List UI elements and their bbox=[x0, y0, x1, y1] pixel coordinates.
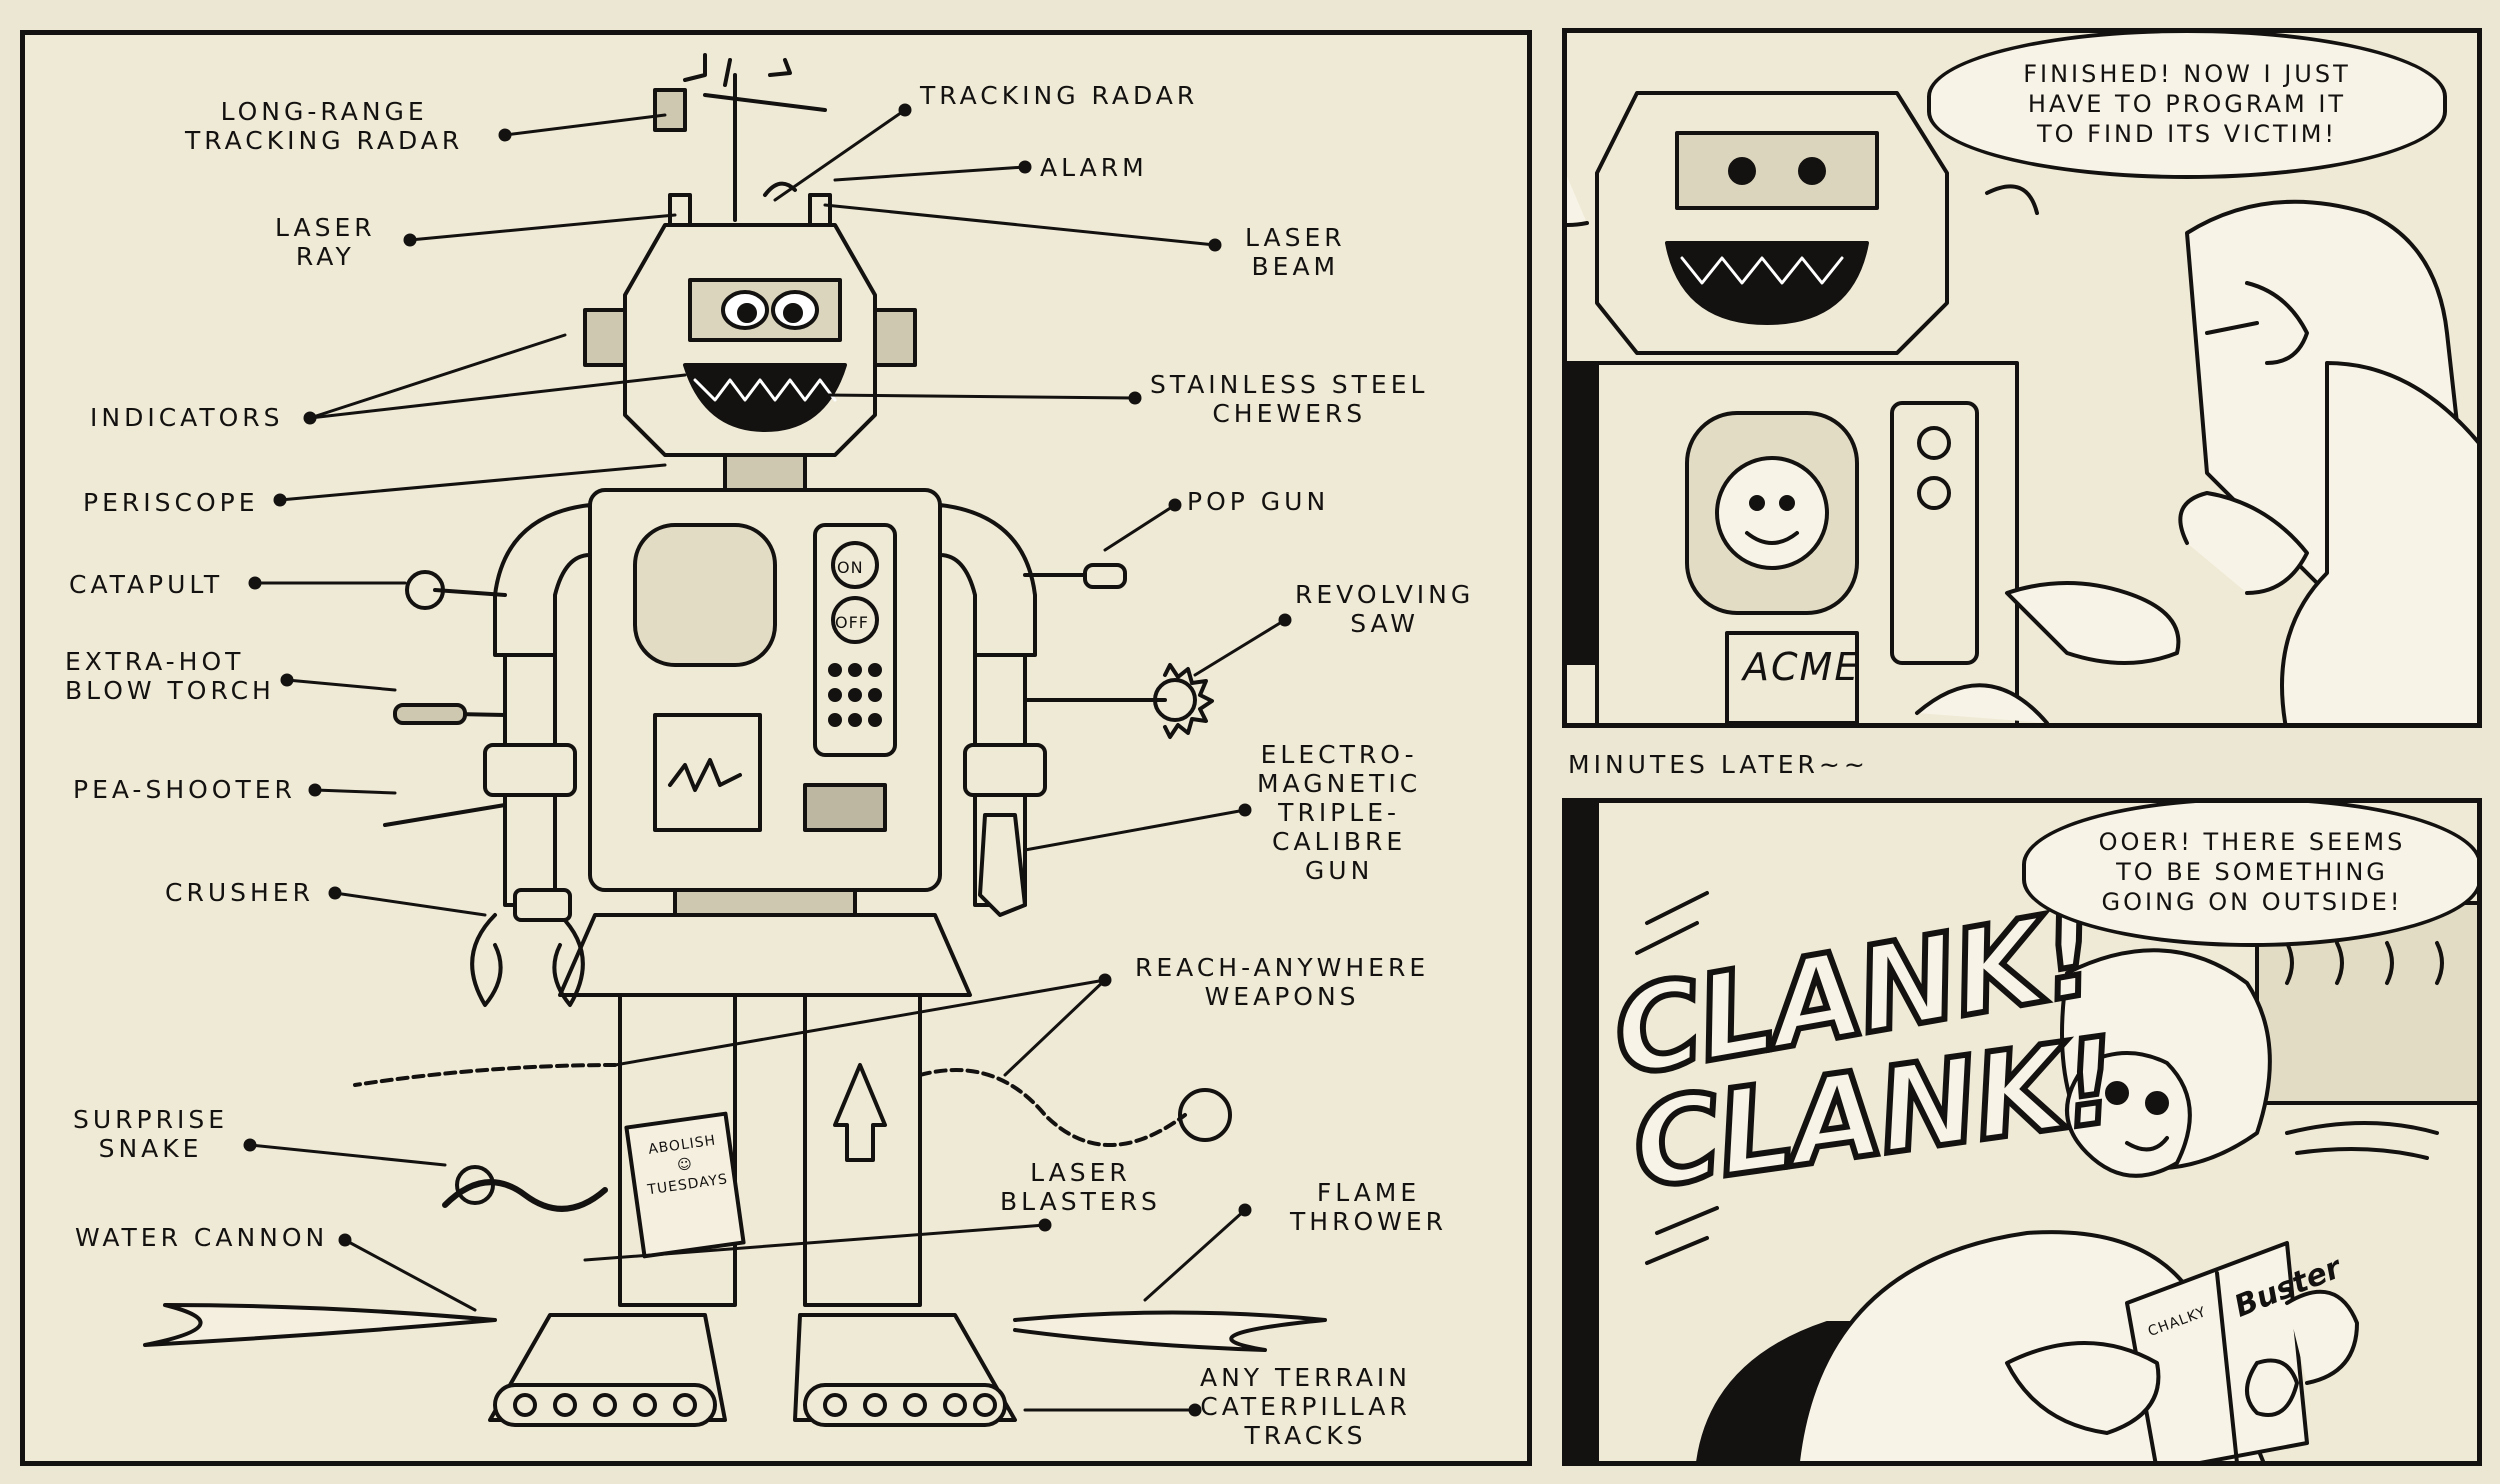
robot-diagram-panel: ON OFF ABOLISH ☺ TUESDAYS LONG-RANGE TRA… bbox=[20, 30, 1532, 1466]
label-alarm: ALARM bbox=[1040, 153, 1148, 182]
label-tracking-radar: TRACKING RADAR bbox=[920, 81, 1199, 110]
label-water-cannon: WATER CANNON bbox=[75, 1223, 329, 1252]
label-indicators: INDICATORS bbox=[90, 403, 284, 432]
label-blow-torch: EXTRA-HOT BLOW TORCH bbox=[65, 647, 275, 705]
off-button-label: OFF bbox=[835, 613, 869, 632]
label-catapult: CATAPULT bbox=[69, 570, 224, 599]
acme-label: ACME bbox=[1743, 645, 1861, 689]
abolish-tuesdays-sign: ABOLISH ☺ TUESDAYS bbox=[646, 1132, 730, 1199]
label-surprise-snake: SURPRISE SNAKE bbox=[73, 1105, 229, 1163]
inventor-panel: ACME FINISHED! NOW I JUST HAVE TO PROGRA… bbox=[1562, 28, 2482, 728]
label-periscope: PERISCOPE bbox=[83, 488, 259, 517]
label-caterpillar-tracks: ANY TERRAIN CATERPILLAR TRACKS bbox=[1200, 1363, 1411, 1450]
inventor-scene bbox=[1567, 91, 2477, 723]
speech-bubble-boy: OOER! THERE SEEMS TO BE SOMETHING GOING … bbox=[2022, 803, 2477, 947]
label-laser-blasters: LASER BLASTERS bbox=[1000, 1158, 1161, 1216]
minutes-later-caption: MINUTES LATER~~ bbox=[1562, 750, 1875, 779]
reader-panel: CLANK! CLANK! CHALKY Buster OOER! THERE … bbox=[1562, 798, 2482, 1466]
label-reach-anywhere-weapons: REACH-ANYWHERE WEAPONS bbox=[1135, 953, 1430, 1011]
label-stainless-steel-chewers: STAINLESS STEEL CHEWERS bbox=[1150, 370, 1429, 428]
label-pop-gun: POP GUN bbox=[1187, 487, 1330, 516]
robot-head bbox=[583, 193, 917, 492]
label-electromagnetic-gun: ELECTRO- MAGNETIC TRIPLE- CALIBRE GUN bbox=[1257, 740, 1422, 885]
label-flame-thrower: FLAME THROWER bbox=[1290, 1178, 1448, 1236]
label-revolving-saw: REVOLVING SAW bbox=[1295, 580, 1475, 638]
caterpillar-tracks bbox=[143, 1303, 1327, 1427]
robot-body bbox=[558, 488, 972, 997]
on-button-label: ON bbox=[837, 558, 864, 577]
acme-plate bbox=[1725, 631, 1859, 723]
robot-legs bbox=[353, 993, 1232, 1307]
label-laser-ray: LASER RAY bbox=[275, 213, 376, 271]
label-laser-beam: LASER BEAM bbox=[1245, 223, 1346, 281]
reader-scene bbox=[1567, 803, 2477, 1461]
robot-drawing bbox=[143, 53, 1327, 1427]
speech-bubble-inventor: FINISHED! NOW I JUST HAVE TO PROGRAM IT … bbox=[1927, 33, 2447, 179]
label-crusher: CRUSHER bbox=[165, 878, 314, 907]
label-pea-shooter: PEA-SHOOTER bbox=[73, 775, 296, 804]
robot-arms bbox=[383, 503, 1214, 1007]
leader-lines bbox=[243, 103, 1292, 1417]
label-long-range-radar: LONG-RANGE TRACKING RADAR bbox=[185, 97, 464, 155]
